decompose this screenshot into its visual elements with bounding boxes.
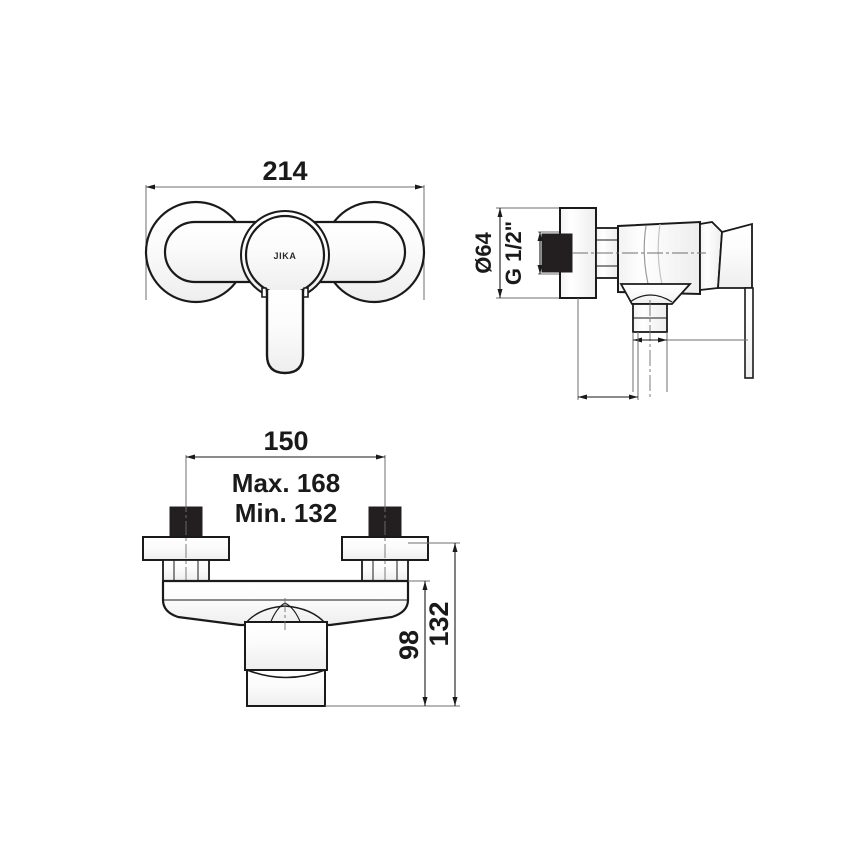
side-lever-arm [744, 287, 754, 379]
side-outlet-taper-curve [629, 294, 673, 303]
bottom-handle-upper [244, 621, 328, 671]
front-view: 214 JIKA [144, 156, 426, 375]
side-outlet-taper [619, 283, 693, 305]
dim-label-max-168: Max. 168 [232, 468, 340, 498]
dim-label-min-132: Min. 132 [235, 498, 338, 528]
side-view: Ø64 G 1/2" [471, 207, 754, 400]
bottom-handle-seam [246, 669, 326, 679]
dim-label-g12: G 1/2" [501, 221, 526, 285]
dim-label-98: 98 [394, 630, 424, 660]
front-lever-handle [265, 290, 305, 375]
bottom-view: 150 Max. 168 Min. 132 [142, 426, 460, 707]
brand-logo: JIKA [274, 251, 297, 261]
side-lever-head [717, 222, 753, 289]
bottom-handle-lower [246, 669, 326, 707]
side-thread-nipple [541, 233, 573, 273]
dim-label-214: 214 [262, 156, 307, 186]
dim-label-150: 150 [263, 426, 308, 456]
dim-label-132: 132 [424, 601, 454, 646]
dim-label-d64: Ø64 [471, 231, 496, 273]
